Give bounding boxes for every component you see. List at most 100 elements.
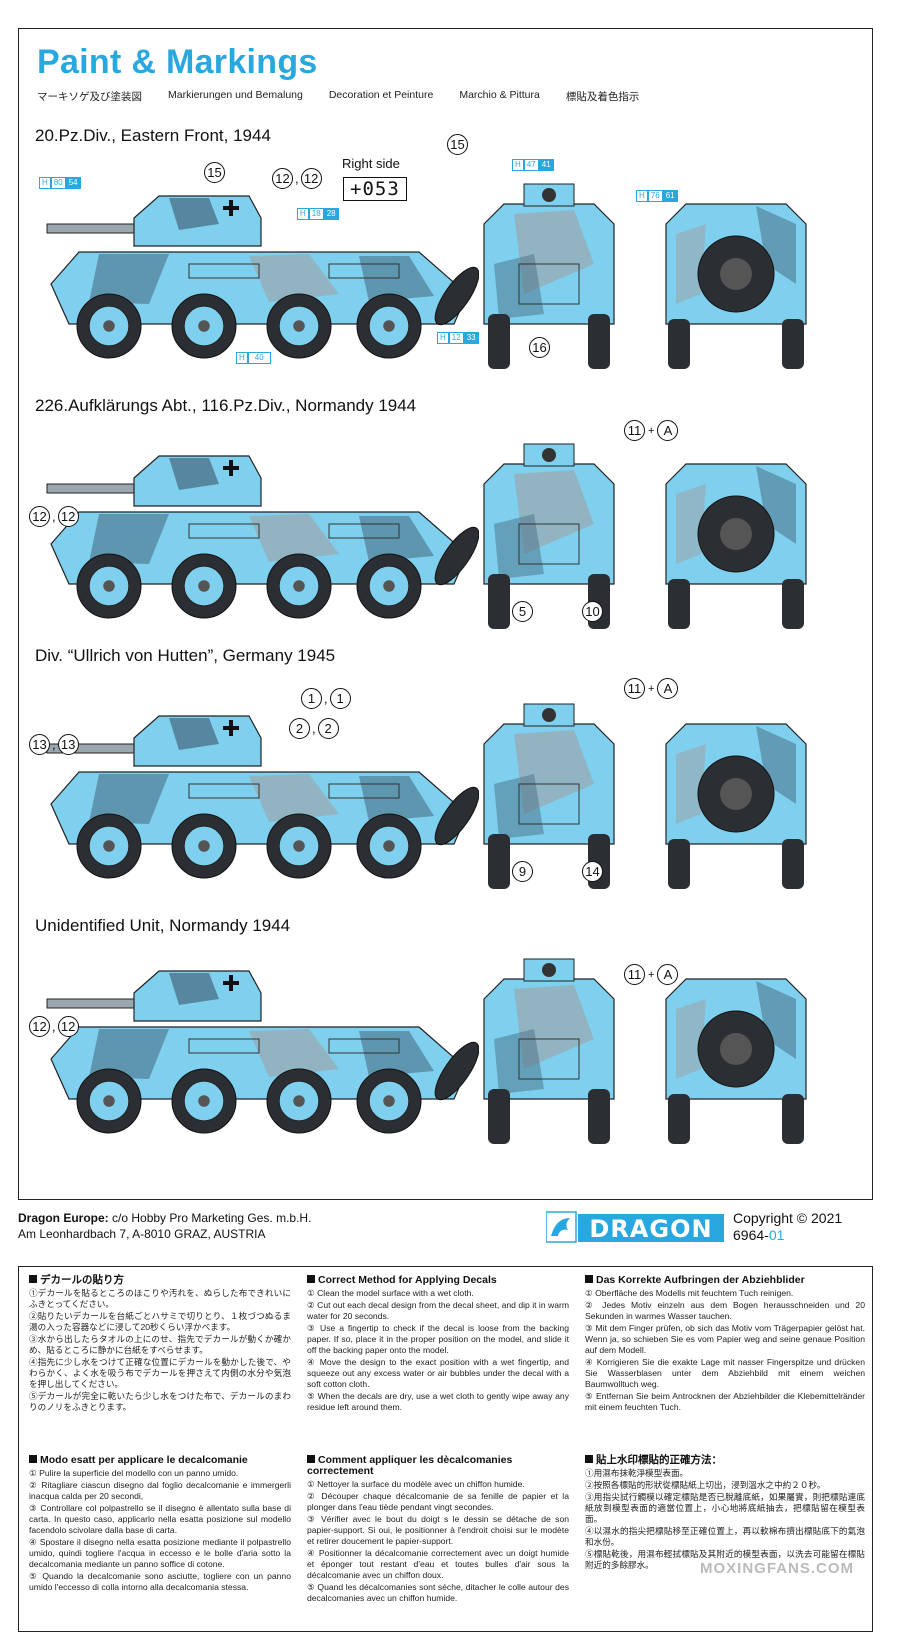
rear-tire bbox=[782, 579, 804, 629]
instructions-en: Correct Method for Applying Decals ① Cle… bbox=[307, 1274, 569, 1412]
right-side-label: Right side bbox=[342, 156, 400, 171]
stowage-rack bbox=[328, 783, 400, 799]
camo-patch bbox=[249, 1029, 339, 1077]
stowage-rack bbox=[188, 783, 260, 799]
camo-patch bbox=[249, 774, 339, 822]
scheme-section-4: Unidentified Unit, Normandy 1944 12,12 1… bbox=[19, 914, 872, 1164]
scheme-section-3: Div. “Ullrich von Hutten”, Germany 1945 … bbox=[19, 644, 872, 909]
wheel-center bbox=[198, 580, 210, 592]
vehicle-side-view bbox=[46, 195, 479, 359]
stowage-rack bbox=[328, 263, 400, 279]
callout-turret-number: 15 bbox=[204, 162, 225, 183]
wheel-center bbox=[383, 1095, 395, 1107]
subtitle-it: Marchio & Pittura bbox=[459, 89, 540, 101]
callout-side-cross: 12,12 bbox=[29, 506, 79, 527]
subtitle-jp: マーキソゲ及び塗装図 bbox=[37, 91, 142, 103]
callout-front-right: 14 bbox=[582, 861, 603, 882]
spare-wheel bbox=[434, 1041, 479, 1101]
wheel-center bbox=[198, 320, 210, 332]
rear-tire bbox=[782, 1094, 804, 1144]
front-plate bbox=[518, 783, 580, 825]
decal-instructions-box: デカールの貼り方 ①デカールを貼るところのほこりや汚れを、ぬらした布できれいにふ… bbox=[18, 1266, 873, 1632]
vehicle-front-view bbox=[483, 958, 615, 1144]
callout-rear-marking: 16 bbox=[529, 337, 550, 358]
front-tire bbox=[488, 1089, 510, 1144]
spare-wheel bbox=[434, 526, 479, 586]
wheel-center bbox=[198, 1095, 210, 1107]
wheel-center bbox=[198, 840, 210, 852]
vehicle-rear-view bbox=[665, 978, 807, 1144]
wheel-center bbox=[383, 840, 395, 852]
camo-patch bbox=[249, 514, 339, 562]
spare-wheel bbox=[434, 786, 479, 846]
spare-wheel bbox=[434, 266, 479, 326]
vehicle-side-view bbox=[46, 455, 479, 619]
callout-hull-pair: 2,2 bbox=[289, 718, 339, 739]
scheme-section-1: 20.Pz.Div., Eastern Front, 1944 15 12,12… bbox=[19, 124, 872, 394]
subtitle-de: Markierungen und Bemalung bbox=[168, 89, 303, 101]
camo-patch bbox=[359, 1031, 434, 1077]
vehicle-side-view bbox=[46, 970, 479, 1134]
vehicle-rear-view bbox=[665, 723, 807, 889]
rear-spare-hub bbox=[720, 518, 752, 550]
company-address: Dragon Europe: c/o Hobby Pro Marketing G… bbox=[18, 1211, 312, 1241]
dragon-logo: DRAGON bbox=[546, 1211, 724, 1243]
callout-front-right: 10 bbox=[582, 601, 603, 622]
camo-patch bbox=[756, 206, 796, 284]
rear-spare-hub bbox=[720, 1033, 752, 1065]
rear-tire bbox=[668, 319, 690, 369]
camo-patch bbox=[676, 484, 706, 564]
camo-patch bbox=[89, 774, 169, 824]
callout-plate: 15 bbox=[447, 134, 468, 155]
gun-mantlet bbox=[542, 448, 556, 462]
callout-front-combo: 11+A bbox=[624, 420, 679, 441]
camo-patch bbox=[89, 1029, 169, 1079]
svg-text:DRAGON: DRAGON bbox=[589, 1215, 712, 1243]
rear-tire bbox=[668, 839, 690, 889]
camo-patch bbox=[169, 973, 219, 1005]
instructions-de: Das Korrekte Aufbringen der Abziehblider… bbox=[585, 1274, 865, 1412]
instructions-it: Modo esatt per applicare le decalcomanie… bbox=[29, 1454, 291, 1592]
wheel-center bbox=[103, 840, 115, 852]
scheme-title: 226.Aufklärungs Abt., 116.Pz.Div., Norma… bbox=[35, 396, 417, 415]
camo-patch bbox=[756, 726, 796, 804]
camo-patch bbox=[89, 254, 169, 304]
rear-tire bbox=[668, 579, 690, 629]
cross-marking bbox=[229, 975, 233, 991]
stowage-rack bbox=[328, 1038, 400, 1054]
page-title: Paint & Markings bbox=[37, 43, 318, 81]
camo-patch bbox=[676, 999, 706, 1079]
camo-patch bbox=[359, 776, 434, 822]
footer: Dragon Europe: c/o Hobby Pro Marketing G… bbox=[18, 1210, 873, 1260]
camo-patch bbox=[359, 516, 434, 562]
subtitle-row: マーキソゲ及び塗装図 Markierungen und Bemalung Dec… bbox=[37, 89, 639, 104]
cross-marking bbox=[229, 720, 233, 736]
camo-patch bbox=[676, 744, 706, 824]
stowage-rack bbox=[188, 1038, 260, 1054]
front-tire bbox=[588, 314, 610, 369]
vehicle-rear-view bbox=[665, 463, 807, 629]
callout-front-left: 5 bbox=[512, 601, 533, 622]
wheel-center bbox=[103, 1095, 115, 1107]
stowage-rack bbox=[188, 523, 260, 539]
wheel-center bbox=[103, 320, 115, 332]
wheel-center bbox=[383, 580, 395, 592]
wheel-center bbox=[293, 1095, 305, 1107]
front-plate bbox=[518, 1038, 580, 1080]
cross-marking bbox=[229, 200, 233, 216]
paint-markings-sheet: Paint & Markings マーキソゲ及び塗装図 Markierungen… bbox=[18, 28, 873, 1200]
rear-spare-hub bbox=[720, 778, 752, 810]
front-plate bbox=[518, 263, 580, 305]
instructions-zh: 貼上水印標貼的正確方法： ①用濕布抹乾淨模型表面。 ②按照各標貼的形狀從標貼紙上… bbox=[585, 1454, 865, 1570]
scheme-section-2: 226.Aufklärungs Abt., 116.Pz.Div., Norma… bbox=[19, 394, 872, 649]
front-tire bbox=[488, 574, 510, 629]
camo-patch bbox=[359, 256, 434, 302]
camo-patch bbox=[756, 981, 796, 1059]
camo-patch bbox=[169, 198, 219, 230]
stowage-rack bbox=[328, 523, 400, 539]
rear-tire bbox=[782, 319, 804, 369]
